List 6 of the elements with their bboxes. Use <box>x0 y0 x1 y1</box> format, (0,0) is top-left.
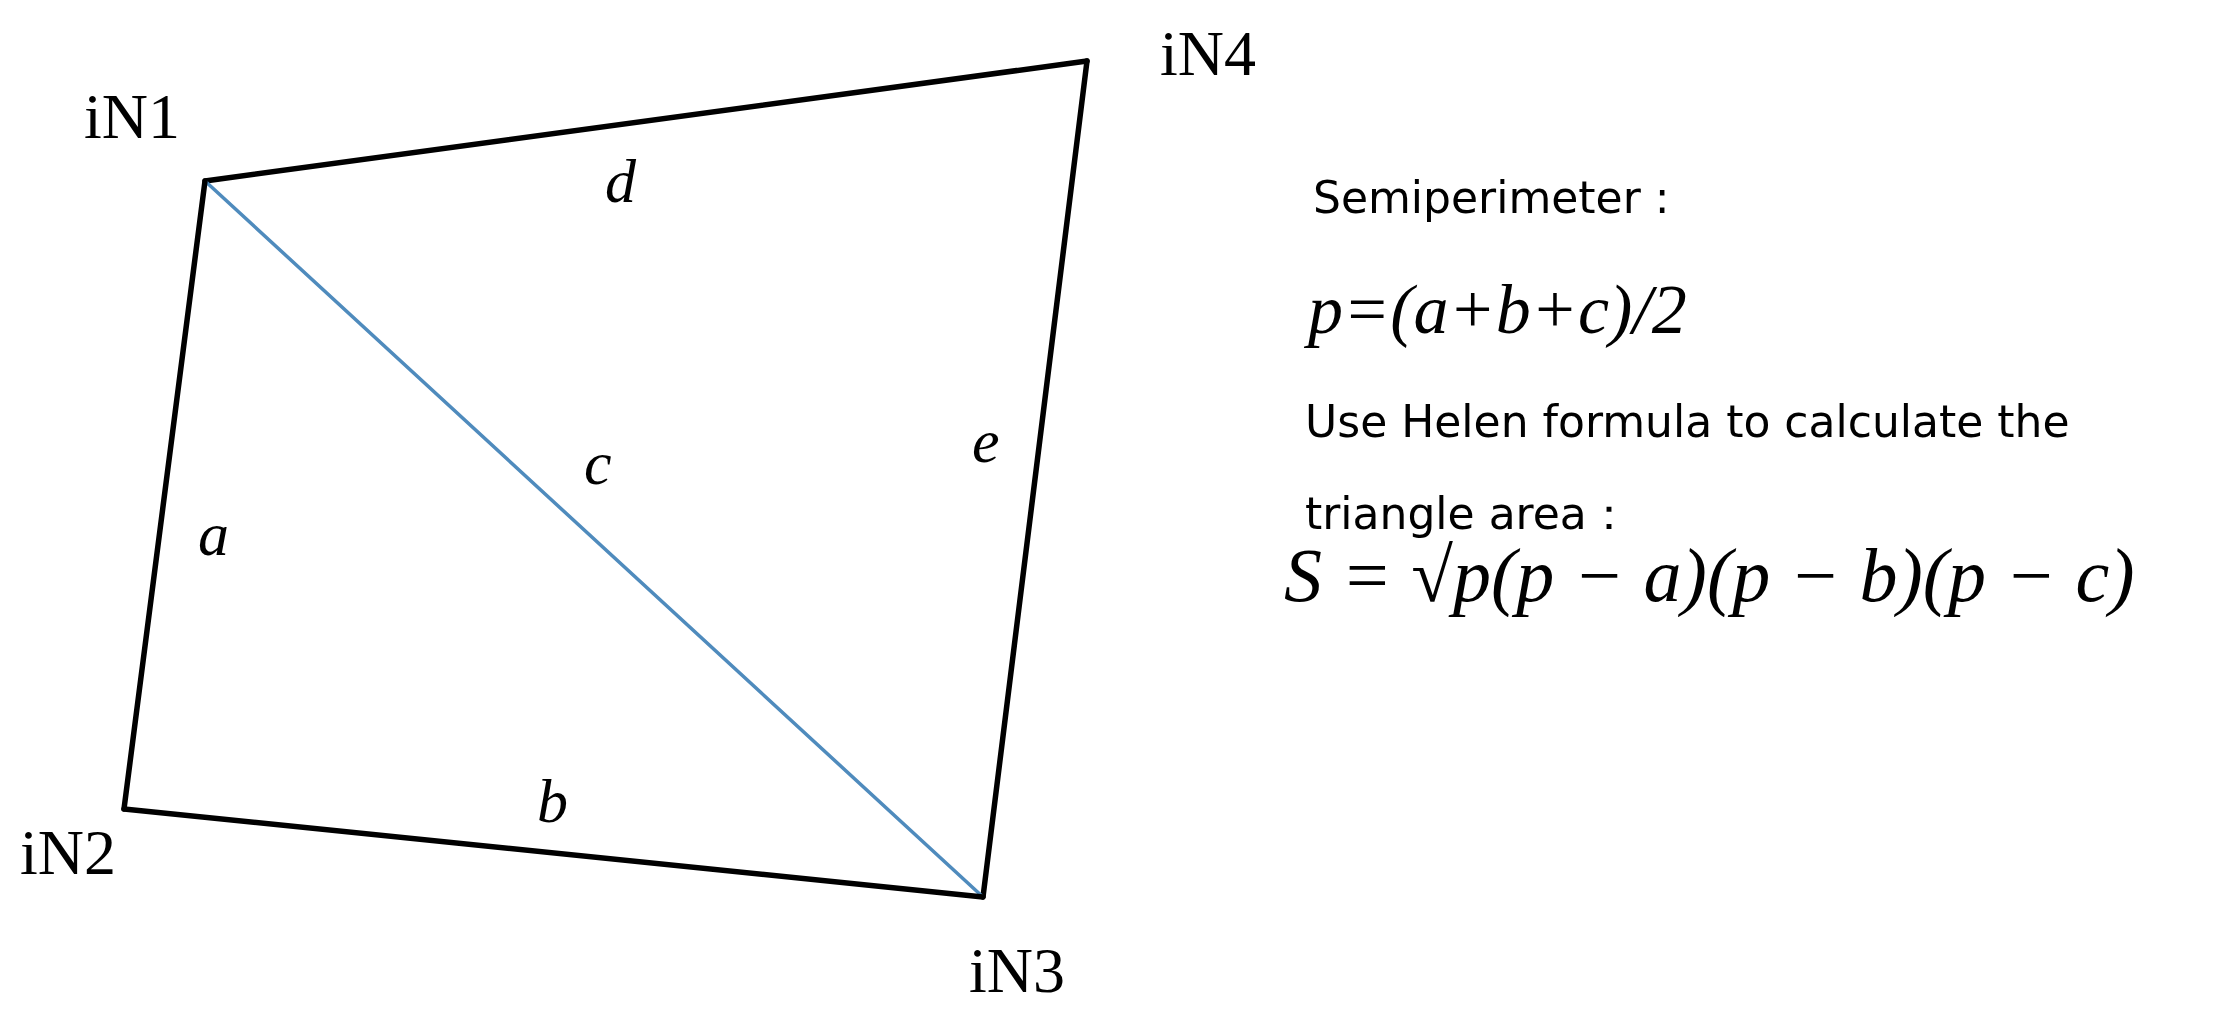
edge-line <box>121 806 986 900</box>
vertex-label: iN2 <box>20 821 116 885</box>
heading-text: Semiperimeter : <box>1313 172 1670 225</box>
vertex-label: iN3 <box>969 939 1065 1003</box>
vertex-label: iN4 <box>1160 22 1256 86</box>
vertex-label: iN1 <box>84 85 180 149</box>
